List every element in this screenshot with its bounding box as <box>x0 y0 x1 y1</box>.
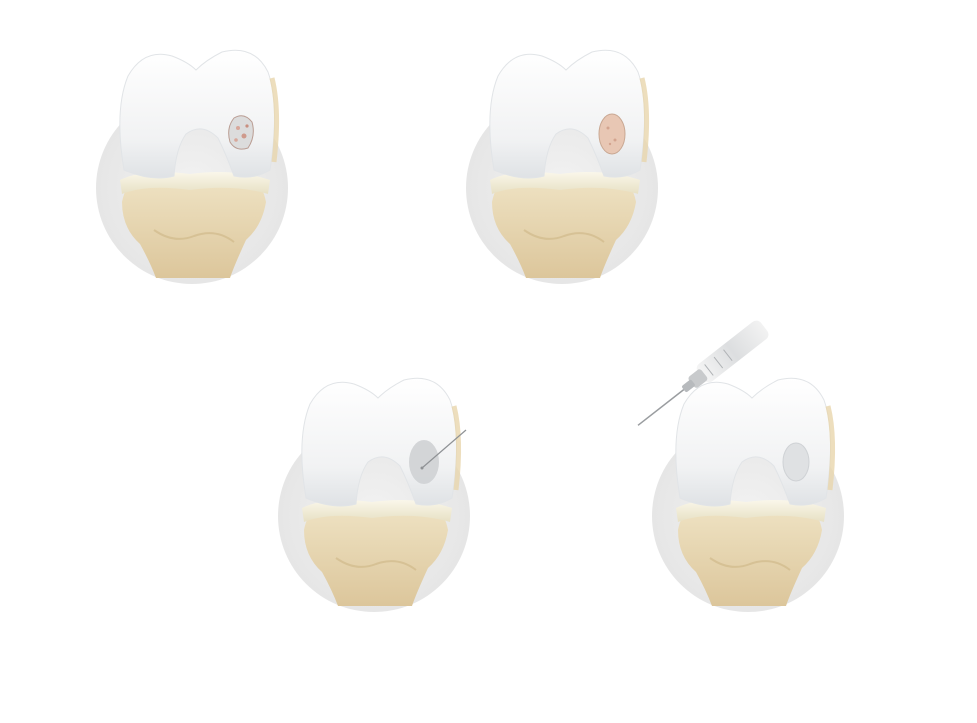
tibia-bone <box>122 176 266 278</box>
knee-panel-stage-3 <box>266 358 486 618</box>
knee-panel-stage-1 <box>84 30 304 290</box>
syringe-icon <box>637 320 769 426</box>
knee-panel-stage-4 <box>640 358 860 618</box>
needle-icon <box>421 429 467 469</box>
sealed-patch <box>782 442 810 482</box>
knee-joint-icon <box>96 49 288 284</box>
tibia-bone <box>304 504 448 606</box>
knee-joint-icon <box>466 49 658 284</box>
knee-joint-icon <box>278 377 470 612</box>
knee-panel-stage-2 <box>454 30 674 290</box>
tibia-bone <box>678 504 822 606</box>
knee-joint-icon <box>652 377 844 612</box>
tibia-bone <box>492 176 636 278</box>
cartilage-defect-debrided <box>598 113 626 155</box>
membrane-patch <box>409 440 439 484</box>
cartilage-lesion-damaged <box>228 115 254 150</box>
